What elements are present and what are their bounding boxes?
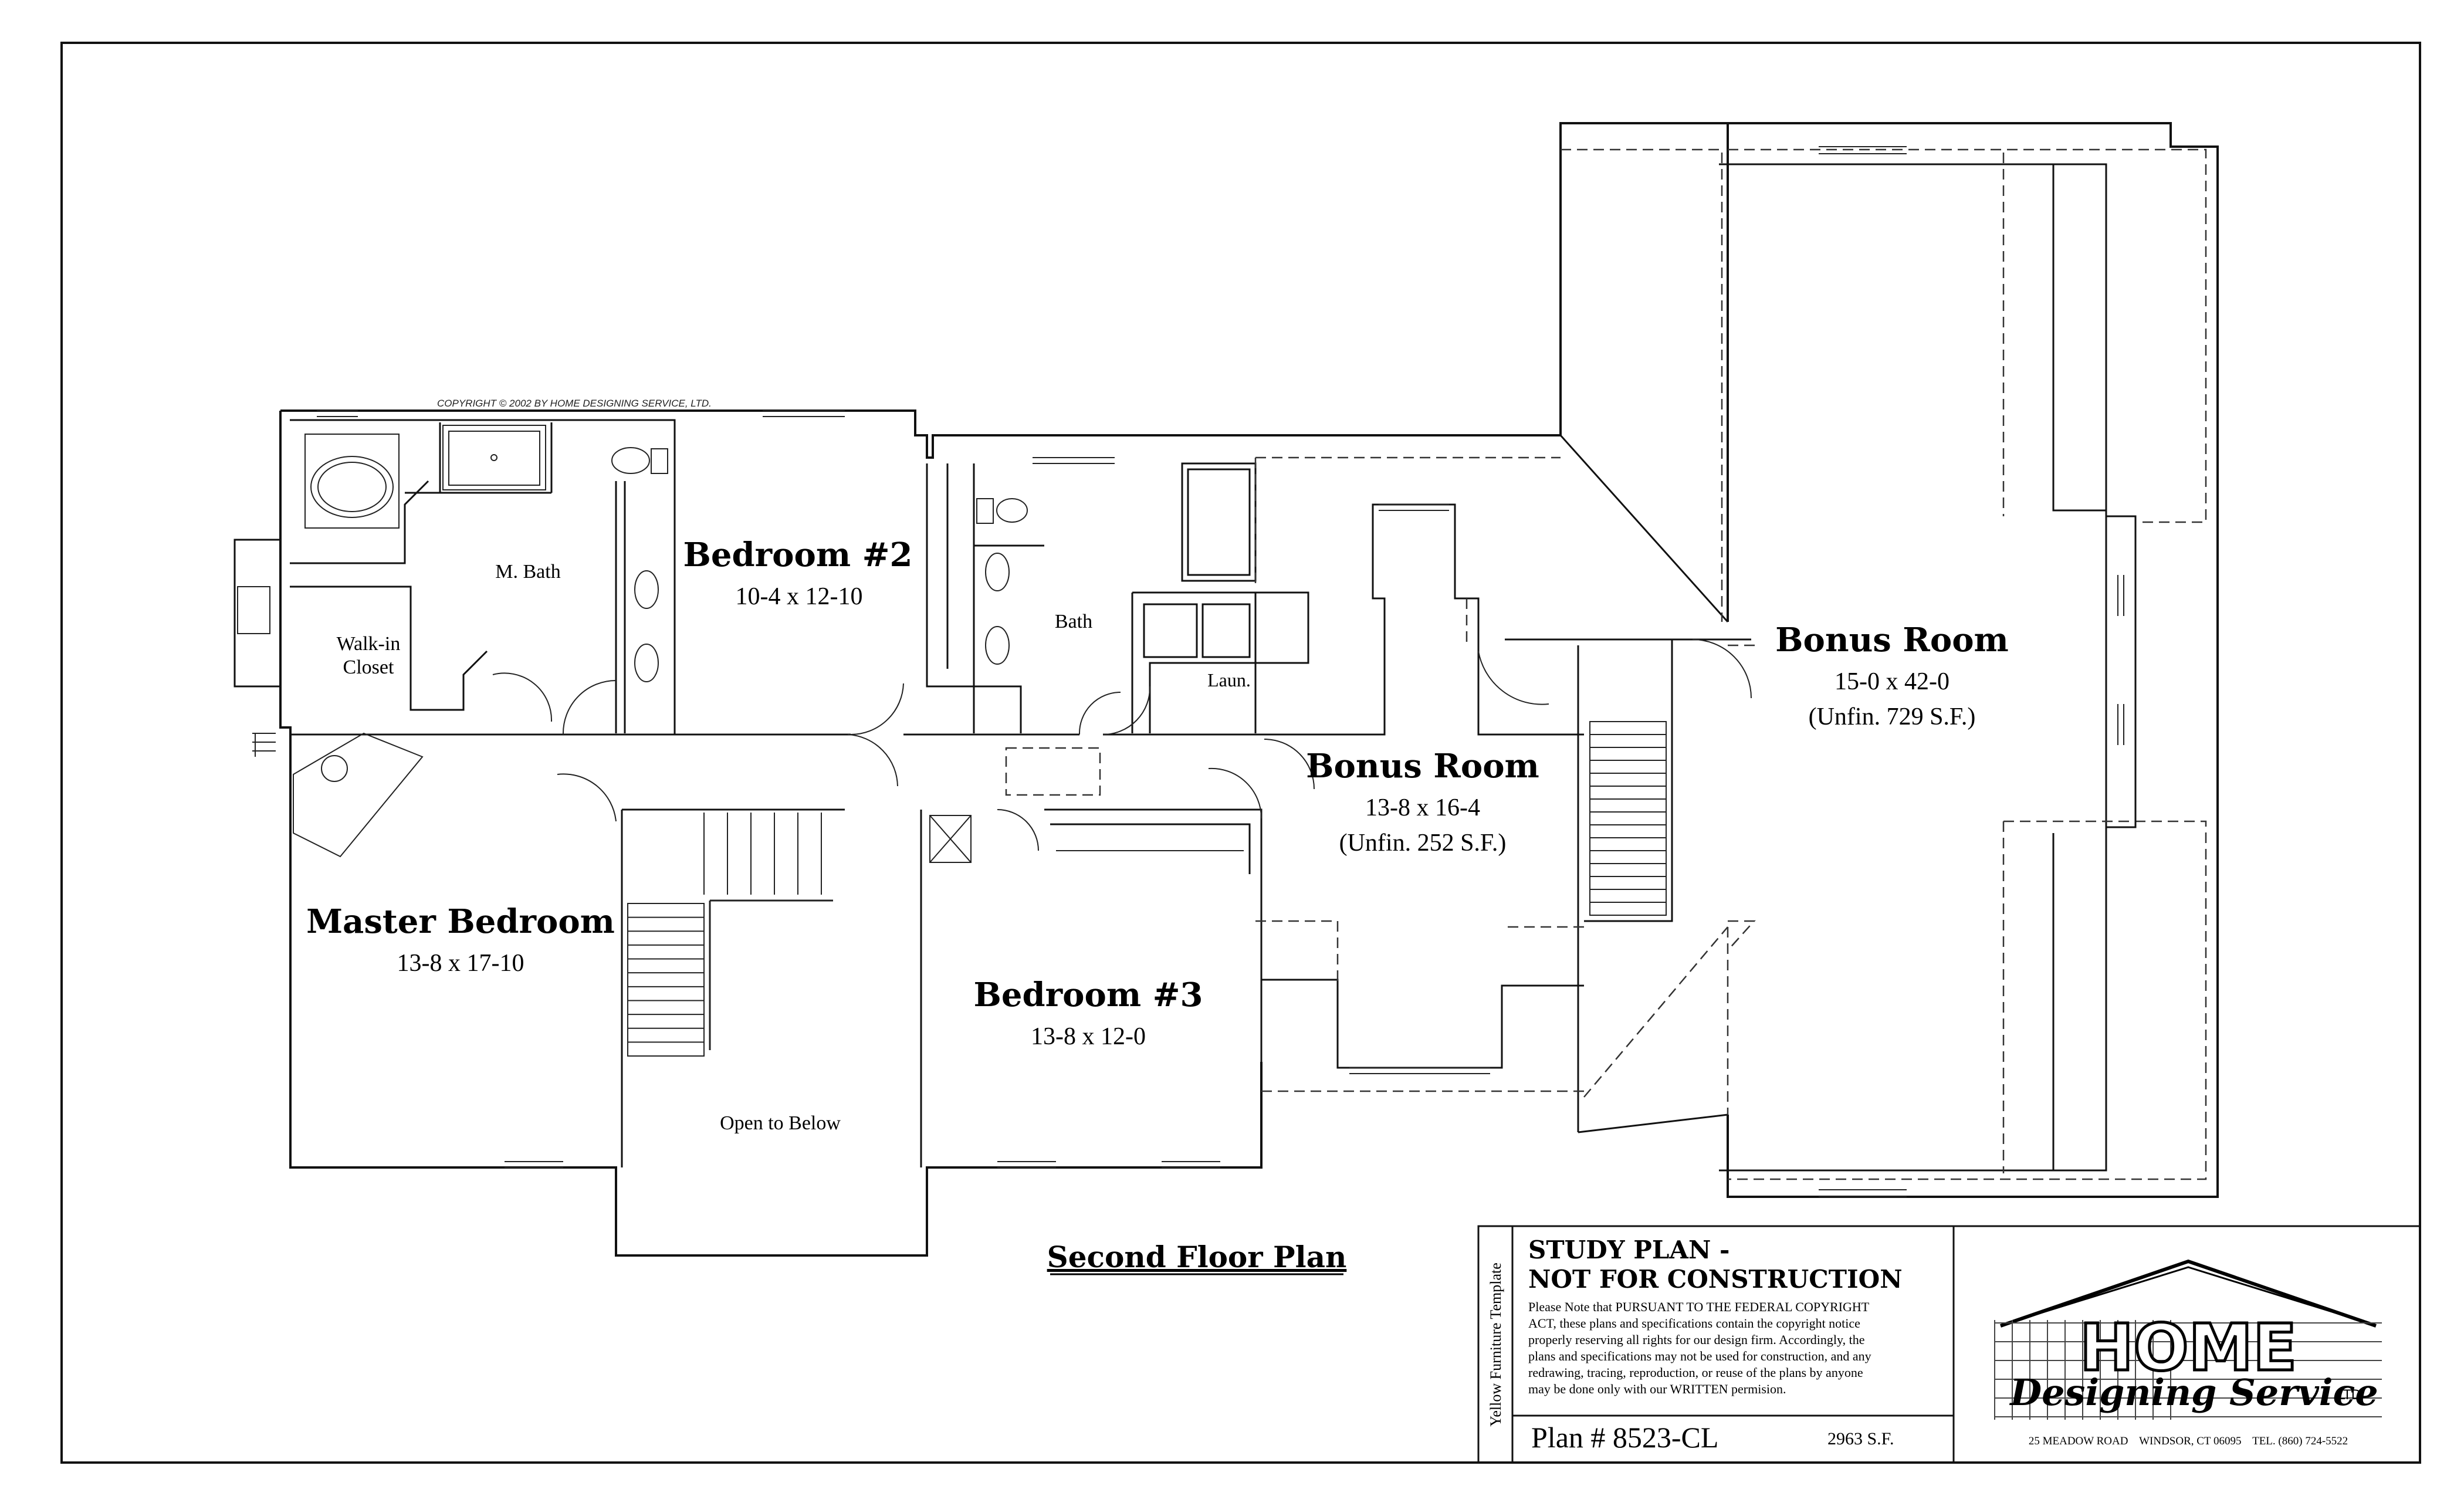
bonus-jog: [2106, 515, 2137, 828]
title-block-side-label: Yellow Furniture Template: [1487, 1263, 1504, 1427]
mbath-label: M. Bath: [495, 561, 560, 583]
windows: [317, 146, 2124, 1197]
sheet-border: [60, 42, 2421, 1464]
bath-label: Bath: [1055, 611, 1092, 632]
bedroom2-dims: 10-4 x 12-10: [736, 583, 863, 610]
closet-bedroom3: [1050, 823, 1251, 874]
bedroom2-label: Bedroom #2: [683, 536, 913, 574]
company-logo: HOME Designing Service LTD: [1994, 1259, 2382, 1420]
bonus-room-large-dims: 15-0 x 42-0: [1835, 668, 1949, 695]
bathtub: [304, 434, 400, 529]
copyright-note: COPYRIGHT © 2002 BY HOME DESIGNING SERVI…: [437, 398, 712, 409]
laundry-label: Laun.: [1207, 669, 1251, 691]
plan-walls: [279, 122, 2219, 1257]
copyright-notice: Please Note that PURSUANT TO THE FEDERAL…: [1528, 1299, 1871, 1396]
plan-number: Plan # 8523-CL: [1531, 1421, 1718, 1454]
bonus-room-small-unfin: (Unfin. 252 S.F.): [1339, 830, 1507, 857]
stair-railing: [709, 899, 833, 1050]
logo-ltd: LTD: [2338, 1388, 2361, 1403]
company-address: 25 MEADOW ROAD WINDSOR, CT 06095 TEL. (8…: [2029, 1435, 2348, 1447]
bonus-wall-inner: [2052, 164, 2106, 512]
master-bedroom-dims: 13-8 x 17-10: [397, 950, 524, 977]
copyright-notice-line: may be done only with our WRITTEN permis…: [1528, 1382, 1786, 1396]
bonus-room-small-label: Bonus Room: [1306, 747, 1539, 786]
hall-skylight: [1005, 747, 1101, 796]
copyright-notice-line: plans and specifications may not be used…: [1528, 1349, 1871, 1363]
chimney: [233, 539, 282, 757]
shower: [442, 425, 546, 490]
bonus-room-large-label: Bonus Room: [1775, 621, 2009, 659]
logo-word: HOME: [2080, 1310, 2297, 1385]
hall-cabinet: [929, 815, 972, 863]
sinks: [634, 553, 1010, 682]
walkin-label-2: Closet: [343, 656, 394, 678]
master-bedroom-label: Master Bedroom: [306, 902, 615, 941]
main-stairs: [627, 813, 833, 1057]
copyright-notice-line: properly reserving all rights for our de…: [1528, 1332, 1864, 1347]
doors: [492, 639, 1752, 851]
study-plan-line2: NOT FOR CONSTRUCTION: [1528, 1265, 1903, 1294]
stair-run: [1589, 721, 1667, 916]
hall-cabinet-x: [929, 815, 972, 863]
square-feet: 2963 S.F.: [1827, 1429, 1894, 1448]
title-block: [1477, 1225, 2421, 1464]
copyright-notice-line: ACT, these plans and specifications cont…: [1528, 1316, 1860, 1331]
logo-script: Designing Service: [2009, 1371, 2378, 1414]
copyright-notice-line: redrawing, tracing, reproduction, or reu…: [1528, 1365, 1863, 1380]
bonus-stairs: [1589, 721, 1667, 916]
open-to-below-label: Open to Below: [720, 1112, 841, 1134]
bedroom3-dims: 13-8 x 12-0: [1031, 1023, 1146, 1050]
walkin-label-1: Walk-in: [337, 633, 401, 655]
bedroom3-label: Bedroom #3: [974, 976, 1203, 1014]
bonus-room-large-unfin: (Unfin. 729 S.F.): [1809, 703, 1976, 730]
stair-run: [627, 903, 705, 1057]
dashed-kneewalls: [1254, 148, 2207, 1180]
fireplace: [293, 732, 424, 858]
copyright-notice-line: Please Note that PURSUANT TO THE FEDERAL…: [1528, 1299, 1870, 1314]
toilets: [611, 447, 1028, 524]
bonus-room-small-dims: 13-8 x 16-4: [1365, 794, 1480, 821]
study-plan-line1: STUDY PLAN -: [1528, 1236, 1729, 1264]
plan-title: Second Floor Plan: [1047, 1240, 1347, 1274]
